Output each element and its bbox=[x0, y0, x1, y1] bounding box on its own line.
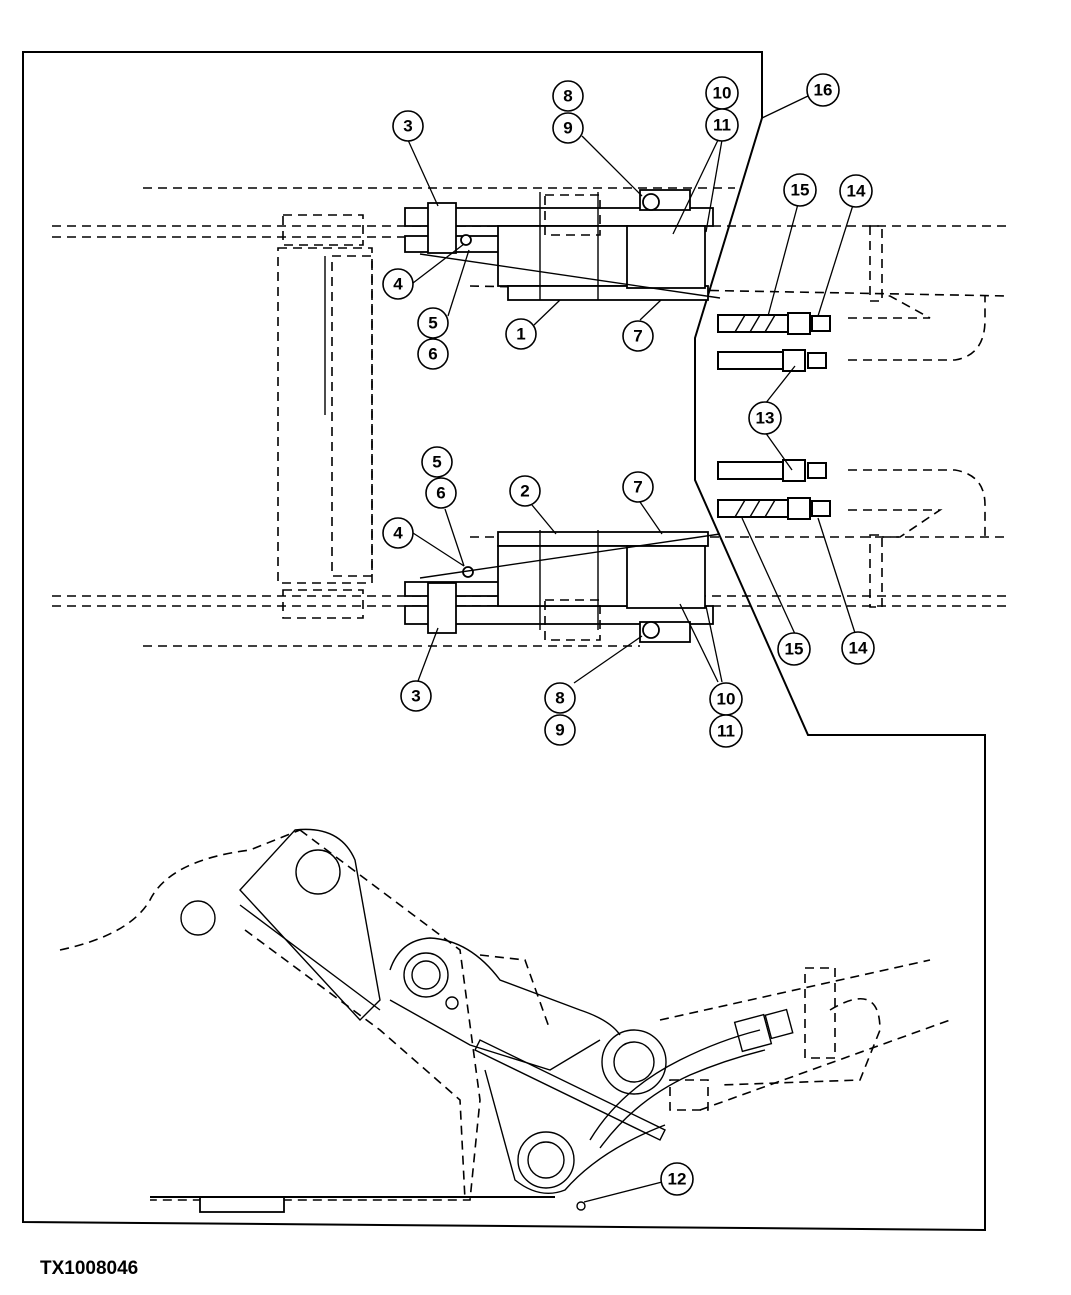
callout-5: 5 bbox=[421, 446, 453, 478]
callout-5: 5 bbox=[417, 307, 449, 339]
callout-13: 13 bbox=[748, 401, 782, 435]
callout-15: 15 bbox=[783, 173, 817, 207]
svg-text:11: 11 bbox=[717, 722, 735, 741]
border-outline bbox=[22, 51, 986, 1232]
callout-9: 9 bbox=[544, 714, 576, 746]
callout-6: 6 bbox=[417, 338, 449, 370]
svg-text:10: 10 bbox=[713, 84, 732, 103]
svg-text:5: 5 bbox=[432, 453, 441, 472]
hose-assembly bbox=[717, 295, 986, 538]
lower-arm-assembly bbox=[52, 530, 1008, 647]
svg-text:8: 8 bbox=[555, 689, 564, 708]
callout-14: 14 bbox=[841, 631, 875, 665]
callout-4: 4 bbox=[382, 268, 414, 300]
callout-2: 2 bbox=[509, 475, 541, 507]
svg-text:12: 12 bbox=[668, 1170, 687, 1189]
svg-text:6: 6 bbox=[436, 484, 445, 503]
svg-text:4: 4 bbox=[393, 275, 403, 294]
svg-text:3: 3 bbox=[411, 687, 420, 706]
svg-text:14: 14 bbox=[847, 182, 866, 201]
svg-text:9: 9 bbox=[563, 119, 572, 138]
callout-3: 3 bbox=[392, 110, 424, 142]
svg-text:10: 10 bbox=[717, 690, 736, 709]
center-link bbox=[277, 247, 373, 584]
callout-16: 16 bbox=[806, 73, 840, 107]
leader-lines bbox=[407, 95, 856, 1203]
svg-text:8: 8 bbox=[563, 87, 572, 106]
side-view-assembly bbox=[59, 828, 951, 1213]
svg-text:1: 1 bbox=[516, 325, 525, 344]
callout-9: 9 bbox=[552, 112, 584, 144]
callout-11: 11 bbox=[705, 108, 739, 142]
callout-8: 8 bbox=[544, 682, 576, 714]
callout-14: 14 bbox=[839, 174, 873, 208]
callout-8: 8 bbox=[552, 80, 584, 112]
svg-text:2: 2 bbox=[520, 482, 529, 501]
svg-text:14: 14 bbox=[849, 639, 868, 658]
callout-1: 1 bbox=[505, 318, 537, 350]
callout-6: 6 bbox=[425, 477, 457, 509]
callout-4: 4 bbox=[382, 517, 414, 549]
svg-text:13: 13 bbox=[756, 409, 775, 428]
svg-text:7: 7 bbox=[633, 478, 642, 497]
svg-text:15: 15 bbox=[785, 640, 804, 659]
callout-11: 11 bbox=[709, 714, 743, 748]
callout-10: 10 bbox=[705, 76, 739, 110]
callout-15: 15 bbox=[777, 632, 811, 666]
svg-text:15: 15 bbox=[791, 181, 810, 200]
svg-text:3: 3 bbox=[403, 117, 412, 136]
figure-id-label: TX1008046 bbox=[40, 1258, 139, 1279]
callout-7: 7 bbox=[622, 471, 654, 503]
upper-arm-assembly bbox=[52, 187, 1009, 301]
svg-text:5: 5 bbox=[428, 314, 437, 333]
callout-7: 7 bbox=[622, 320, 654, 352]
svg-text:9: 9 bbox=[555, 721, 564, 740]
svg-text:6: 6 bbox=[428, 345, 437, 364]
callout-12: 12 bbox=[660, 1162, 694, 1196]
svg-text:4: 4 bbox=[393, 524, 403, 543]
callout-3: 3 bbox=[400, 680, 432, 712]
svg-text:16: 16 bbox=[814, 81, 833, 100]
svg-text:11: 11 bbox=[713, 116, 731, 135]
callout-10: 10 bbox=[709, 682, 743, 716]
svg-text:7: 7 bbox=[633, 327, 642, 346]
